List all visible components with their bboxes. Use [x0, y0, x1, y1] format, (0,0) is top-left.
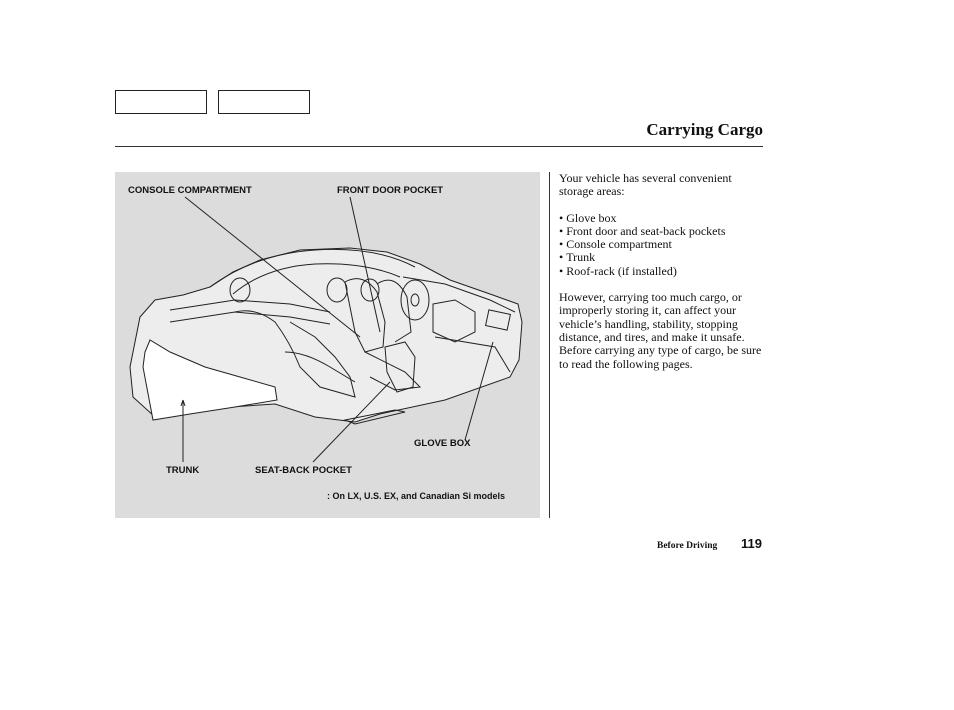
- body-column: Your vehicle has several convenient stor…: [559, 171, 764, 371]
- list-item: Trunk: [559, 251, 764, 265]
- label-console-compartment: CONSOLE COMPARTMENT: [128, 185, 252, 196]
- list-item: Roof-rack (if installed): [559, 264, 764, 278]
- column-divider: [549, 172, 550, 518]
- storage-list: Glove box Front door and seat-back pocke…: [559, 211, 764, 278]
- page-number: 119: [741, 536, 762, 551]
- footer-section-label: Before Driving: [657, 541, 718, 551]
- label-front-door-pocket: FRONT DOOR POCKET: [337, 185, 444, 196]
- nav-button-1[interactable]: [115, 90, 207, 114]
- label-glove-box: GLOVE BOX: [414, 438, 471, 449]
- title-divider: [115, 146, 763, 147]
- cargo-illustration: CONSOLE COMPARTMENT FRONT DOOR POCKET GL…: [115, 172, 540, 518]
- car-interior-drawing: [129, 196, 523, 463]
- warning-paragraph: However, carrying too much cargo, or imp…: [559, 290, 762, 371]
- figure-footnote: : On LX, U.S. EX, and Canadian Si models: [327, 491, 506, 501]
- label-seat-back-pocket: SEAT-BACK POCKET: [255, 465, 352, 476]
- list-item: Glove box: [559, 211, 764, 225]
- list-item: Front door and seat-back pockets: [559, 224, 764, 238]
- nav-button-2[interactable]: [218, 90, 310, 114]
- label-trunk: TRUNK: [166, 465, 200, 476]
- intro-paragraph: Your vehicle has several convenient stor…: [559, 171, 732, 199]
- list-item: Console compartment: [559, 237, 764, 251]
- page-title: Carrying Cargo: [646, 120, 763, 139]
